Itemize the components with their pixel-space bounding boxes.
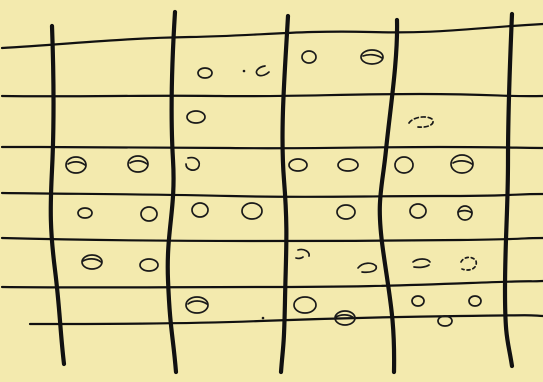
broken-oval-mark <box>358 263 376 272</box>
oval-shading <box>363 55 382 58</box>
oval-mark <box>242 203 262 219</box>
vertical-line <box>168 12 176 372</box>
oval-mark <box>302 51 316 63</box>
horizontal-line <box>2 193 543 197</box>
oval-mark <box>187 111 205 123</box>
oval-shading <box>83 259 101 262</box>
oval-mark <box>294 297 316 313</box>
horizontal-line <box>2 94 543 96</box>
vertical-line <box>505 14 512 366</box>
oval-shading <box>458 211 472 213</box>
oval-shading <box>188 301 207 304</box>
horizontal-lines <box>2 24 543 324</box>
horizontal-line <box>2 238 543 241</box>
oval-mark <box>66 157 86 173</box>
oval-mark <box>82 255 102 269</box>
oval-mark <box>469 296 481 306</box>
speck-mark <box>243 70 246 73</box>
oval-mark <box>410 204 426 218</box>
oval-shading <box>130 161 147 164</box>
dashed-oval-mark <box>409 117 433 127</box>
oval-mark <box>412 296 424 306</box>
oval-mark <box>198 68 212 78</box>
vertical-lines <box>51 12 512 372</box>
oval-mark <box>451 155 473 173</box>
oval-shading <box>68 162 85 165</box>
oval-mark <box>289 159 307 171</box>
oval-mark <box>192 203 208 217</box>
horizontal-line <box>2 281 543 287</box>
horizontal-line <box>2 24 543 48</box>
oval-mark <box>186 297 208 313</box>
oval-mark <box>338 159 358 171</box>
oval-mark <box>128 156 148 172</box>
oval-mark <box>395 157 413 173</box>
vertical-line <box>51 26 64 364</box>
oval-mark <box>458 206 472 220</box>
dashed-oval-mark <box>461 257 476 270</box>
oval-mark <box>141 207 157 221</box>
speck-mark <box>262 317 265 320</box>
oval-mark <box>78 208 92 218</box>
broken-oval-mark <box>296 249 309 258</box>
oval-mark <box>438 316 452 326</box>
oval-shading <box>453 161 472 164</box>
oval-mark <box>140 259 158 271</box>
broken-oval-mark <box>256 66 269 76</box>
vertical-line <box>281 16 288 372</box>
horizontal-line <box>2 147 543 148</box>
oval-mark <box>337 205 355 219</box>
broken-oval-mark <box>413 259 430 267</box>
broken-oval-mark <box>186 158 199 170</box>
